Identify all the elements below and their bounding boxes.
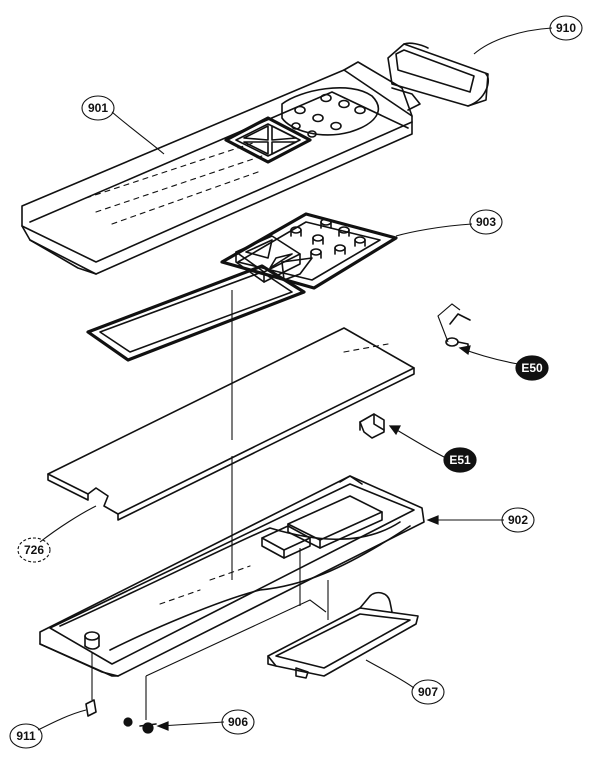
- part-726-circuit-board: [47, 327, 415, 521]
- leader-lines: [37, 27, 553, 731]
- callout-901: 901: [81, 95, 115, 121]
- callout-E50-label: E50: [521, 361, 543, 375]
- callout-E51-label: E51: [449, 453, 471, 467]
- assembly-guide-lines: [91, 290, 461, 720]
- callout-903-label: 903: [476, 215, 496, 229]
- callout-903: 903: [469, 209, 503, 235]
- part-910-end-cap: [387, 42, 490, 107]
- callout-910-label: 910: [556, 21, 576, 35]
- callout-E51: E51: [443, 447, 477, 473]
- callout-E50: E50: [515, 355, 549, 381]
- part-906-spring: [123, 717, 157, 734]
- callout-906-label: 906: [228, 715, 248, 729]
- callout-726: 726: [17, 537, 51, 563]
- callout-906: 906: [221, 709, 255, 735]
- callout-726-label: 726: [24, 543, 44, 557]
- callout-910: 910: [549, 15, 583, 41]
- part-902-bottom-case: [39, 475, 425, 677]
- callout-902-label: 902: [508, 513, 528, 527]
- part-907-battery-door: [267, 591, 419, 679]
- part-E51-clip: [359, 413, 385, 439]
- callout-901-label: 901: [88, 101, 108, 115]
- callout-902: 902: [501, 507, 535, 533]
- part-901-top-case: [21, 61, 421, 275]
- gasket-frame: [86, 264, 306, 362]
- callout-911-label: 911: [16, 729, 36, 743]
- callout-907-label: 907: [418, 685, 438, 699]
- callout-907: 907: [411, 679, 445, 705]
- part-911-screw: [85, 699, 97, 717]
- callout-911: 911: [9, 723, 43, 749]
